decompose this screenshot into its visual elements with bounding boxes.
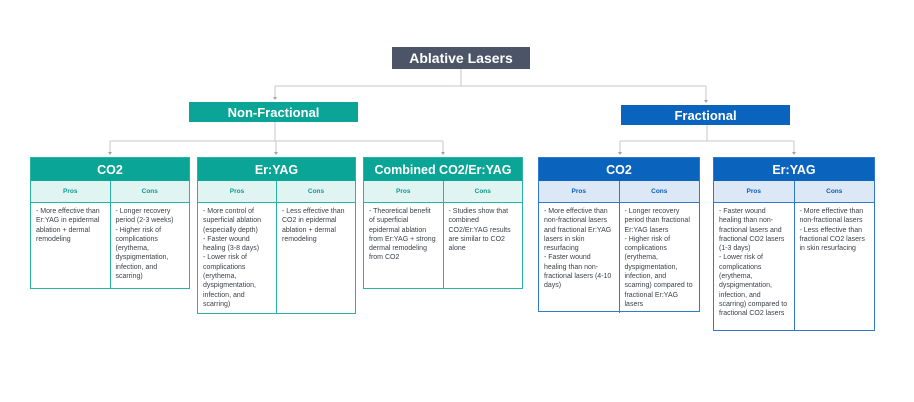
arrowhead (618, 152, 622, 155)
pros-header: Pros (364, 181, 443, 202)
pros-header: Pros (31, 181, 110, 202)
cons-column: Cons - More effective than non-fractiona… (793, 181, 874, 330)
cons-column: Cons - Less effective than CO2 in epider… (276, 181, 355, 314)
arrowhead (108, 152, 112, 155)
cons-header: Cons (794, 181, 874, 202)
card-fractional-eryag: Er:YAG Pros - Faster wound healing than … (713, 157, 875, 331)
pros-column: Pros - More control of superficial ablat… (198, 181, 276, 313)
cons-text: - More effective than non-fractional las… (794, 202, 874, 330)
pros-text: - More effective than non-fractional las… (539, 202, 619, 313)
category-label: Non-Fractional (227, 104, 320, 120)
cons-header: Cons (619, 181, 699, 202)
cons-column: Cons - Longer recovery period (2-3 weeks… (109, 181, 189, 288)
pros-column: Pros - Faster wound healing than non-fra… (714, 181, 794, 330)
pros-text: - More effective than Er:YAG in epiderma… (31, 202, 110, 288)
cons-text: - Longer recovery period (2-3 weeks) - H… (110, 202, 189, 288)
category-label: Fractional (674, 107, 737, 123)
cons-header: Cons (277, 181, 355, 202)
root-node-ablative-lasers: Ablative Lasers (392, 47, 530, 69)
pros-header: Pros (198, 181, 276, 202)
card-title: Er:YAG (714, 158, 874, 181)
category-node-non-fractional: Non-Fractional (189, 102, 358, 122)
cons-text: - Less effective than CO2 in epidermal a… (277, 202, 355, 313)
cons-column: Cons - Studies show that combined CO2/Er… (442, 181, 522, 288)
pros-header: Pros (539, 181, 619, 202)
cons-column: Cons - Longer recovery period than fract… (618, 181, 699, 314)
arrowhead (274, 152, 278, 155)
cons-text: - Studies show that combined CO2/Er:YAG … (443, 202, 522, 288)
cons-header: Cons (110, 181, 189, 202)
arrowhead (273, 97, 277, 100)
card-title: Combined CO2/Er:YAG (364, 158, 522, 181)
pros-column: Pros - More effective than non-fractiona… (539, 181, 619, 313)
pros-text: - More control of superficial ablation (… (198, 202, 276, 313)
card-fractional-co2: CO2 Pros - More effective than non-fract… (538, 157, 700, 314)
pros-header: Pros (714, 181, 794, 202)
arrowhead (792, 152, 796, 155)
pros-column: Pros - More effective than Er:YAG in epi… (31, 181, 110, 288)
arrowhead (704, 100, 708, 103)
cons-text: - Longer recovery period than fractional… (619, 202, 699, 313)
pros-text: - Faster wound healing than non-fraction… (714, 202, 794, 330)
card-title: CO2 (31, 158, 189, 181)
category-node-fractional: Fractional (621, 105, 790, 125)
card-nonfractional-eryag: Er:YAG Pros - More control of superficia… (197, 157, 356, 314)
card-nonfractional-combined: Combined CO2/Er:YAG Pros - Theoretical b… (363, 157, 523, 289)
card-nonfractional-co2: CO2 Pros - More effective than Er:YAG in… (30, 157, 190, 289)
arrowhead (441, 152, 445, 155)
pros-column: Pros - Theoretical benefit of superficia… (364, 181, 443, 288)
card-title: CO2 (539, 158, 699, 181)
root-label: Ablative Lasers (409, 50, 513, 66)
cons-header: Cons (443, 181, 522, 202)
card-title: Er:YAG (198, 158, 355, 181)
pros-text: - Theoretical benefit of superficial epi… (364, 202, 443, 288)
